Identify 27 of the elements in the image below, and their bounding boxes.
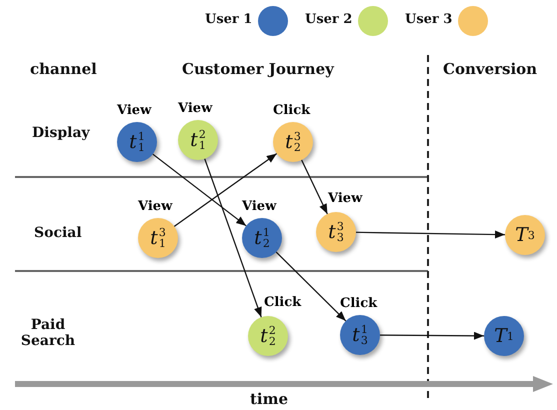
action-label: View bbox=[178, 101, 212, 116]
action-label: Click bbox=[264, 295, 302, 310]
arrow bbox=[152, 154, 246, 226]
axis-label: time bbox=[250, 390, 288, 408]
touchpoint-circle: T$^{3}$ bbox=[505, 215, 545, 255]
arrow bbox=[356, 230, 506, 239]
action-label: View bbox=[242, 199, 276, 214]
legend-label: User 2 bbox=[305, 12, 352, 27]
channel-label: Paid Search bbox=[20, 317, 76, 349]
legend-label: User 1 bbox=[205, 12, 252, 27]
action-label: View bbox=[328, 191, 362, 206]
action-label: View bbox=[117, 103, 152, 118]
column-heading: Customer Journey bbox=[182, 60, 334, 78]
channel-label: Social bbox=[34, 225, 82, 241]
action-label: View bbox=[138, 199, 172, 214]
column-heading: Conversion bbox=[443, 60, 538, 78]
arrow bbox=[174, 153, 278, 227]
channel-label: Display bbox=[32, 125, 90, 141]
arrow bbox=[301, 160, 328, 214]
action-label: Click bbox=[340, 296, 378, 311]
arrow bbox=[380, 332, 484, 340]
touchpoint-circle: T$^{1}$ bbox=[484, 316, 524, 356]
arrow bbox=[276, 252, 346, 322]
action-label: Click bbox=[273, 103, 310, 118]
column-heading: channel bbox=[30, 60, 97, 78]
arrow bbox=[204, 158, 262, 318]
legend-label: User 3 bbox=[405, 12, 452, 27]
